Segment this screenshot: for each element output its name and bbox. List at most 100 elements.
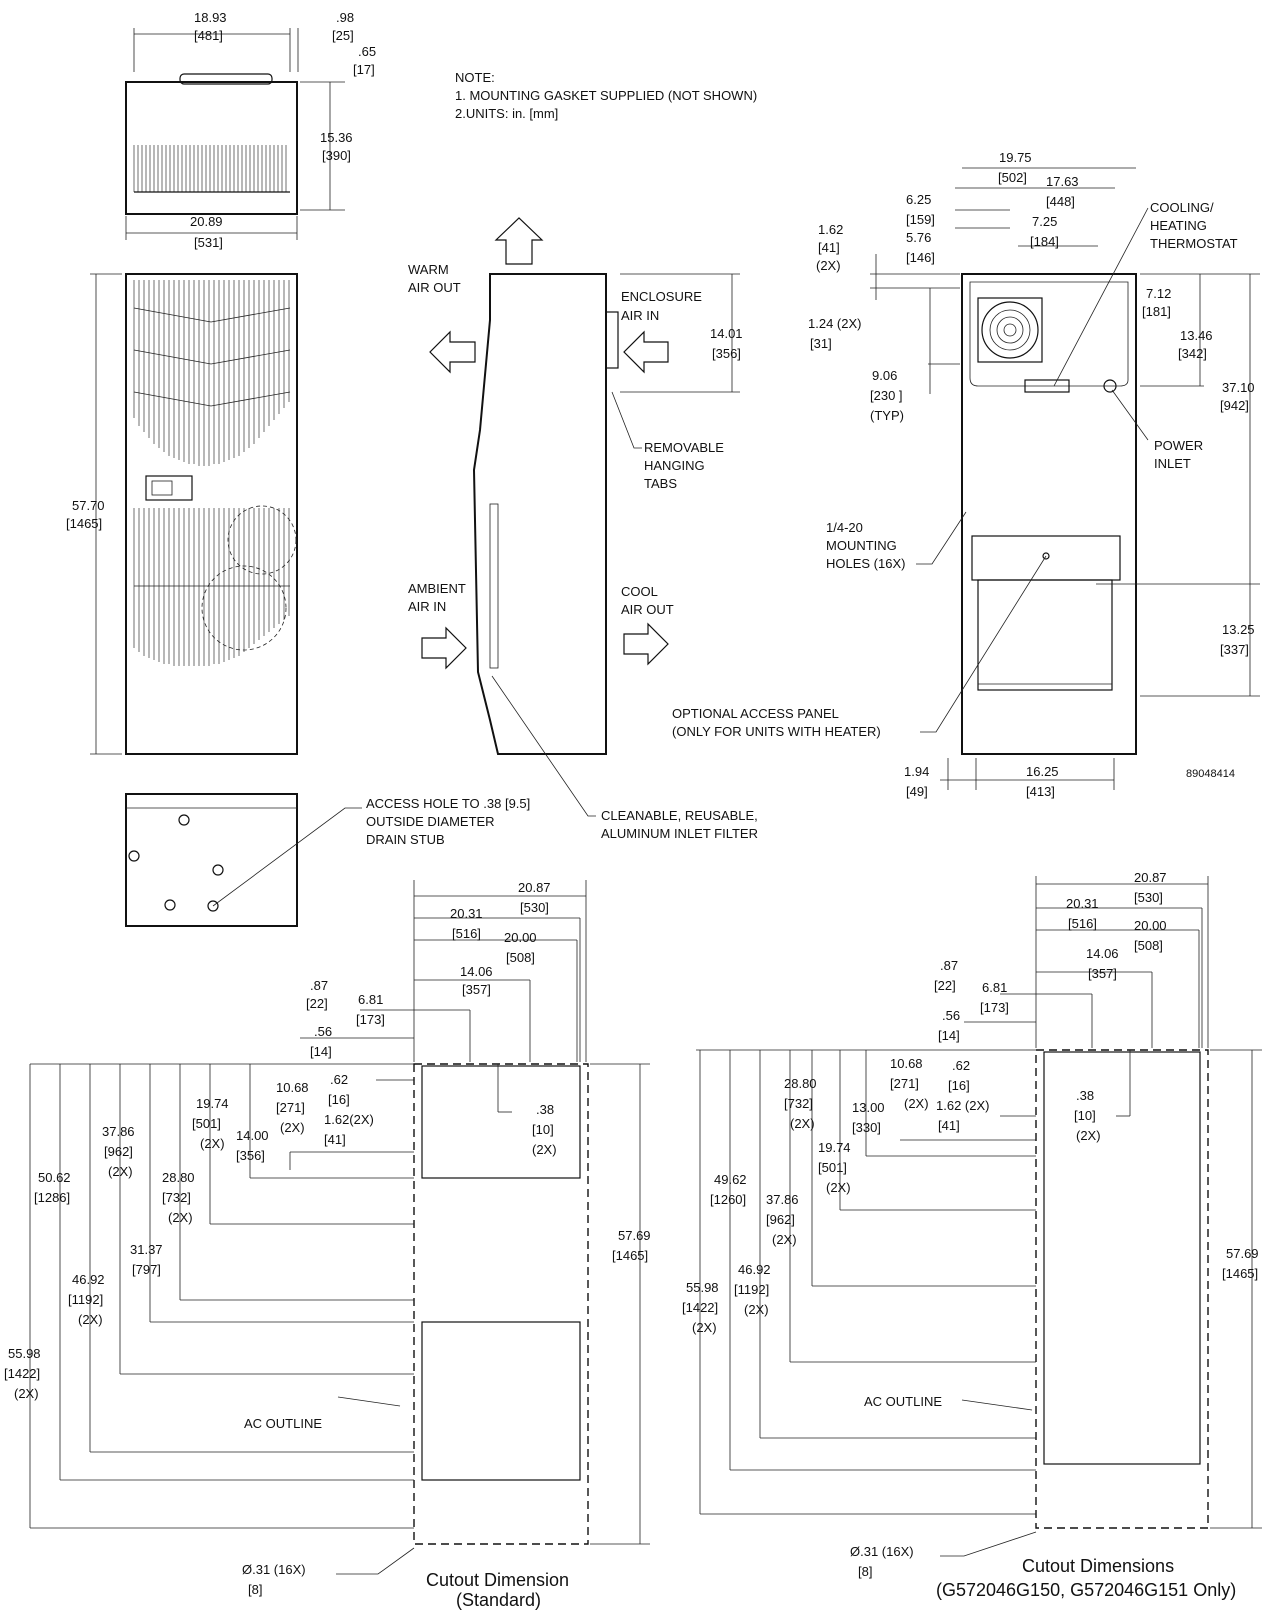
cs-dim-2-in: 20.31 xyxy=(450,906,483,921)
cs-dim-12-in: 19.74 xyxy=(196,1096,229,1111)
side-inlet-filter xyxy=(489,503,499,669)
top-view-fins xyxy=(133,145,290,193)
bottom-callout-line-1: ACCESS HOLE TO .38 [9.5] xyxy=(366,796,530,811)
ca-dim-17-mm: [1192] xyxy=(734,1282,769,1297)
label-removable-tabs-3: TABS xyxy=(644,476,677,491)
ca-dim-14-in: 19.74 xyxy=(818,1140,851,1155)
cutout-alt-ac-outline: AC OUTLINE xyxy=(864,1394,942,1409)
label-enclosure-air-in-2: AIR IN xyxy=(621,308,659,323)
cutout-standard-upper-opening xyxy=(421,1065,581,1179)
dim-side-tab-mm: [356] xyxy=(712,346,741,361)
ca-dim-13-note: (2X) xyxy=(790,1116,815,1131)
cs-dim-11-mm: [10] xyxy=(532,1122,554,1137)
cutout-standard-caption-2: (Standard) xyxy=(456,1590,541,1610)
label-power-inlet-2: INLET xyxy=(1154,456,1191,471)
cutout-alt-opening xyxy=(1043,1051,1201,1465)
cs-dim-16-note: (2X) xyxy=(168,1210,193,1225)
top-view: 18.93 [481] .98 [25] .65 [17] 15.36 [390… xyxy=(125,10,376,250)
dim-rear-1-in: 19.75 xyxy=(999,150,1032,165)
dim-top-overall-in: 20.89 xyxy=(190,214,223,229)
label-enclosure-air-in-1: ENCLOSURE xyxy=(621,289,702,304)
label-power-inlet-1: POWER xyxy=(1154,438,1203,453)
cs-dim-19-in: 55.98 xyxy=(8,1346,41,1361)
dim-top-depth-mm: [390] xyxy=(322,148,351,163)
ca-dim-15-mm: [1260] xyxy=(710,1192,746,1207)
label-thermostat-1: COOLING/ xyxy=(1150,200,1214,215)
dim-rear-14-in: 16.25 xyxy=(1026,764,1059,779)
enclosure-air-in-arrow xyxy=(623,330,669,374)
cs-dim-5-mm: [22] xyxy=(306,996,328,1011)
dim-top-depth-in: 15.36 xyxy=(320,130,353,145)
cs-dim-14-in: 37.86 xyxy=(102,1124,135,1139)
bottom-callout-line-2: OUTSIDE DIAMETER xyxy=(366,814,495,829)
label-warm-air-out-1: WARM xyxy=(408,262,449,277)
dim-rear-2-mm: [448] xyxy=(1046,194,1075,209)
ca-dim-1-mm: [530] xyxy=(1134,890,1163,905)
ca-dim-14-note: (2X) xyxy=(826,1180,851,1195)
ca-dim-9-in: 10.68 xyxy=(890,1056,923,1071)
cs-dim-8-in: .62 xyxy=(330,1072,348,1087)
ca-dim-13-in: 28.80 xyxy=(784,1076,817,1091)
cool-air-out-arrow xyxy=(623,622,669,666)
top-view-handle xyxy=(179,73,273,85)
dim-rear-2-in: 17.63 xyxy=(1046,174,1079,189)
cs-dim-7-mm: [14] xyxy=(310,1044,332,1059)
label-access-panel-2: (ONLY FOR UNITS WITH HEATER) xyxy=(672,724,881,739)
cutout-standard-caption-1: Cutout Dimension xyxy=(426,1570,569,1590)
cs-dim-10-mm: [41] xyxy=(324,1132,346,1147)
label-mounting-holes-3: HOLES (16X) xyxy=(826,556,905,571)
ca-dim-11-note: (2X) xyxy=(1076,1128,1101,1143)
dim-top-offset-in: .98 xyxy=(336,10,354,25)
label-removable-tabs-2: HANGING xyxy=(644,458,705,473)
cs-dim-18-note: (2X) xyxy=(78,1312,103,1327)
ca-dim-12-in: 13.00 xyxy=(852,1100,885,1115)
dim-rear-5-in: 7.25 xyxy=(1032,214,1057,229)
cutout-standard-hole-in: Ø.31 (16X) xyxy=(242,1562,306,1577)
dim-top-width-in: 18.93 xyxy=(194,10,227,25)
dim-top-width-mm: [481] xyxy=(194,28,223,43)
ca-dim-7-mm: [14] xyxy=(938,1028,960,1043)
thermostat-box xyxy=(1024,379,1070,393)
dim-rear-13-in: 1.94 xyxy=(904,764,929,779)
dim-front-height-mm: [1465] xyxy=(66,516,102,531)
cutout-alt-hole-mm: [8] xyxy=(858,1564,872,1579)
ca-dim-6-mm: [173] xyxy=(980,1000,1009,1015)
bottom-view: ACCESS HOLE TO .38 [9.5] OUTSIDE DIAMETE… xyxy=(125,793,530,927)
dim-rear-6-mm: [41] xyxy=(818,240,840,255)
label-ambient-air-in-1: AMBIENT xyxy=(408,581,466,596)
dim-rear-8-in: 9.06 xyxy=(872,368,897,383)
front-display-screen xyxy=(151,480,173,496)
cs-dim-15-in: 50.62 xyxy=(38,1170,71,1185)
ca-dim-14-mm: [501] xyxy=(818,1160,847,1175)
ca-dim-18-in: 55.98 xyxy=(686,1280,719,1295)
dim-top-overall-mm: [531] xyxy=(194,235,223,250)
bottom-view-outline xyxy=(125,793,298,927)
cutout-standard-ac-outline: AC OUTLINE xyxy=(244,1416,322,1431)
ca-dim-10-mm: [41] xyxy=(938,1118,960,1133)
ca-dim-3-mm: [508] xyxy=(1134,938,1163,953)
rear-view: COOLING/ HEATING THERMOSTAT POWER INLET … xyxy=(672,150,1260,799)
notes-block: NOTE: 1. MOUNTING GASKET SUPPLIED (NOT S… xyxy=(455,70,757,121)
dim-rear-7-mm: [31] xyxy=(810,336,832,351)
rear-fan-housing xyxy=(977,297,1043,363)
note-title: NOTE: xyxy=(455,70,495,85)
ca-dim-13-mm: [732] xyxy=(784,1096,813,1111)
cs-dim-7-in: .56 xyxy=(314,1024,332,1039)
dim-rear-6-note: (2X) xyxy=(816,258,841,273)
dim-rear-3-mm: [159] xyxy=(906,212,935,227)
dim-rear-12-mm: [337] xyxy=(1220,642,1249,657)
bottom-fastener-3 xyxy=(212,864,224,876)
cutout-standard-hole-mm: [8] xyxy=(248,1582,262,1597)
cutout-alt: AC OUTLINE Ø.31 (16X) [8] Cutout Dimensi… xyxy=(682,870,1262,1600)
side-view-outline xyxy=(472,273,607,755)
label-cool-air-out-2: AIR OUT xyxy=(621,602,674,617)
power-inlet-icon xyxy=(1103,379,1117,393)
ca-dim-7-in: .56 xyxy=(942,1008,960,1023)
cs-dim-3-mm: [508] xyxy=(506,950,535,965)
cs-dim-4-in: 14.06 xyxy=(460,964,493,979)
cs-dim-20-mm: [1465] xyxy=(612,1248,648,1263)
cutout-alt-outline xyxy=(1035,1049,1209,1529)
access-panel xyxy=(977,579,1113,691)
label-mounting-holes-1: 1/4-20 xyxy=(826,520,863,535)
ca-dim-10-in: 1.62 (2X) xyxy=(936,1098,989,1113)
